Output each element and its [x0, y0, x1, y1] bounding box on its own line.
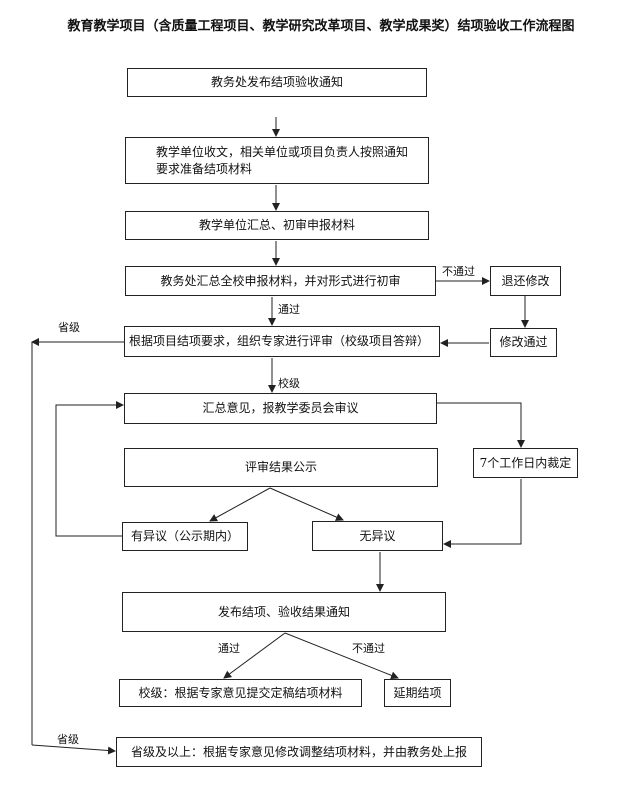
arrow-publicity-to-objection	[209, 487, 271, 522]
arrow-ruling-to-no-objection	[443, 479, 522, 548]
label-provincial-2: 省级	[57, 733, 79, 746]
node-modified-pass: 修改通过	[490, 328, 557, 357]
node-school-final: 校级：根据专家意见提交定稿结项材料	[119, 679, 362, 707]
page-title: 教育教学项目（含质量工程项目、教学研究改革项目、教学成果奖）结项验收工作流程图	[67, 19, 575, 34]
arrow-objection-to-committee	[55, 401, 124, 537]
node-preliminary-review: 教务处汇总全校申报材料，并对形式进行初审	[125, 266, 436, 296]
node-delay: 延期结项	[384, 679, 451, 707]
arrow-publicity-to-no-objection	[269, 487, 344, 521]
arrow-to-provincial-final	[31, 744, 116, 755]
arrow-publish-to-delay	[284, 632, 399, 680]
node-expert-review: 根据项目结项要求，组织专家进行评审（校级项目答辩）	[124, 326, 440, 357]
label-pass-1: 通过	[278, 303, 300, 316]
label-fail-2: 不通过	[352, 642, 385, 655]
node-has-objection: 有异议（公示期内）	[122, 522, 248, 551]
node-no-objection: 无异议	[312, 521, 443, 551]
label-school-level: 校级	[278, 377, 300, 390]
node-prepare-line1: 教学单位收文，相关单位或项目负责人按照通知	[156, 144, 409, 159]
label-provincial-1: 省级	[58, 321, 80, 334]
arrow-publish-to-school	[223, 632, 286, 679]
node-committee: 汇总意见，报教学委员会审议	[124, 393, 437, 424]
node-publicity: 评审结果公示	[124, 448, 438, 487]
node-prepare-line2: 要求准备结项材料	[156, 161, 253, 176]
node-prepare: 教学单位收文，相关单位或项目负责人按照通知 要求准备结项材料	[125, 137, 429, 184]
label-fail-1: 不通过	[442, 265, 475, 278]
arrow-committee-to-ruling	[437, 402, 525, 448]
node-summarize: 教学单位汇总、初审申报材料	[125, 211, 429, 240]
label-pass-2: 通过	[218, 642, 240, 655]
node-return-modify: 退还修改	[490, 266, 561, 296]
node-notice: 教务处发布结项验收通知	[127, 68, 427, 97]
node-provincial-final: 省级及以上：根据专家意见修改调整结项材料，并由教务处上报	[116, 737, 482, 767]
node-publish: 发布结项、验收结果通知	[122, 592, 446, 632]
node-ruling: 7个工作日内裁定	[473, 448, 578, 478]
